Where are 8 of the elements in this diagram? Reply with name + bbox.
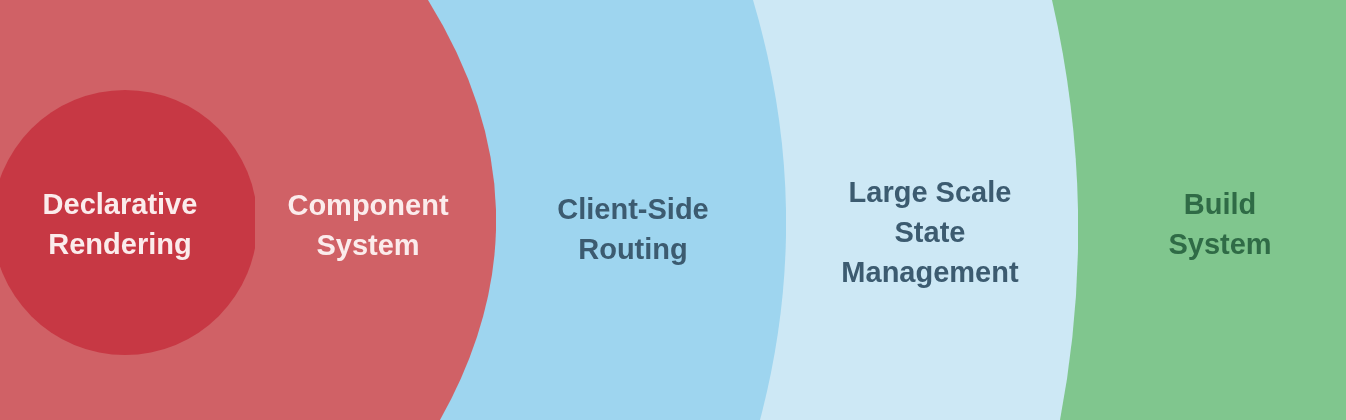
layer-label: Component System <box>286 188 450 263</box>
layer-label: Build System <box>1167 187 1273 262</box>
arc-band <box>0 0 786 420</box>
layer-label: Client-Side Routing <box>556 192 710 267</box>
arc-band <box>0 0 1078 420</box>
layer-label: Large Scale State Management <box>840 175 1020 290</box>
layer-label: Declarative Rendering <box>41 187 199 262</box>
arc-band <box>0 0 496 420</box>
